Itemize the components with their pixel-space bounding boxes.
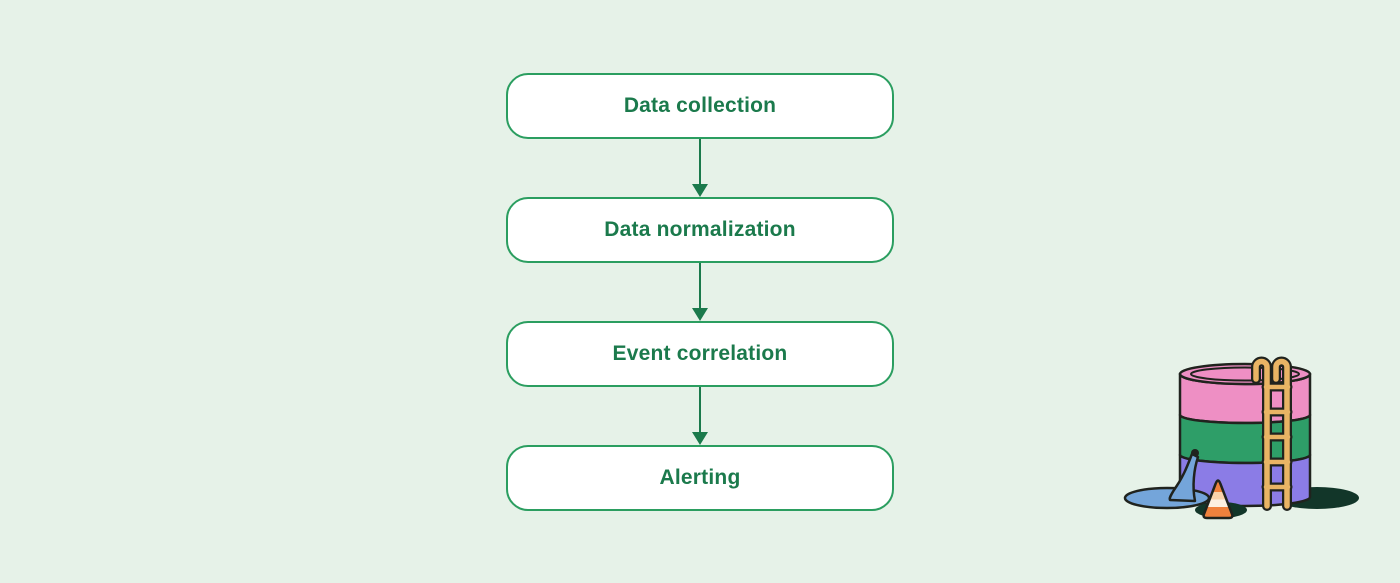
arrow-head-icon	[692, 184, 708, 197]
flow-arrow-2	[691, 263, 709, 321]
flow-node-label: Data collection	[623, 94, 777, 117]
flow-node-alerting: Alerting	[506, 445, 894, 511]
flow-node-label: Data normalization	[604, 218, 796, 241]
cone-stripe-peach	[1203, 492, 1233, 500]
arrow-head-icon	[692, 432, 708, 445]
arrow-shaft	[699, 387, 701, 433]
water-stream	[1168, 452, 1200, 503]
cone-stripe-cream	[1203, 499, 1233, 507]
flow-node-event-correlation: Event correlation	[506, 321, 894, 387]
traffic-cone	[1202, 479, 1234, 520]
water-puddle	[1123, 486, 1211, 510]
flow-arrow-1	[691, 139, 709, 197]
flow-node-label: Event correlation	[612, 342, 788, 365]
tank-illustration	[1123, 356, 1359, 520]
flow-arrow-3	[691, 387, 709, 445]
flow-node-label: Alerting	[659, 466, 741, 489]
ladder	[1251, 356, 1293, 511]
arrow-shaft	[699, 263, 701, 309]
arrow-shaft	[699, 139, 701, 185]
flow-node-data-normalization: Data normalization	[506, 197, 894, 263]
arrow-head-icon	[692, 308, 708, 321]
flow-node-data-collection: Data collection	[506, 73, 894, 139]
